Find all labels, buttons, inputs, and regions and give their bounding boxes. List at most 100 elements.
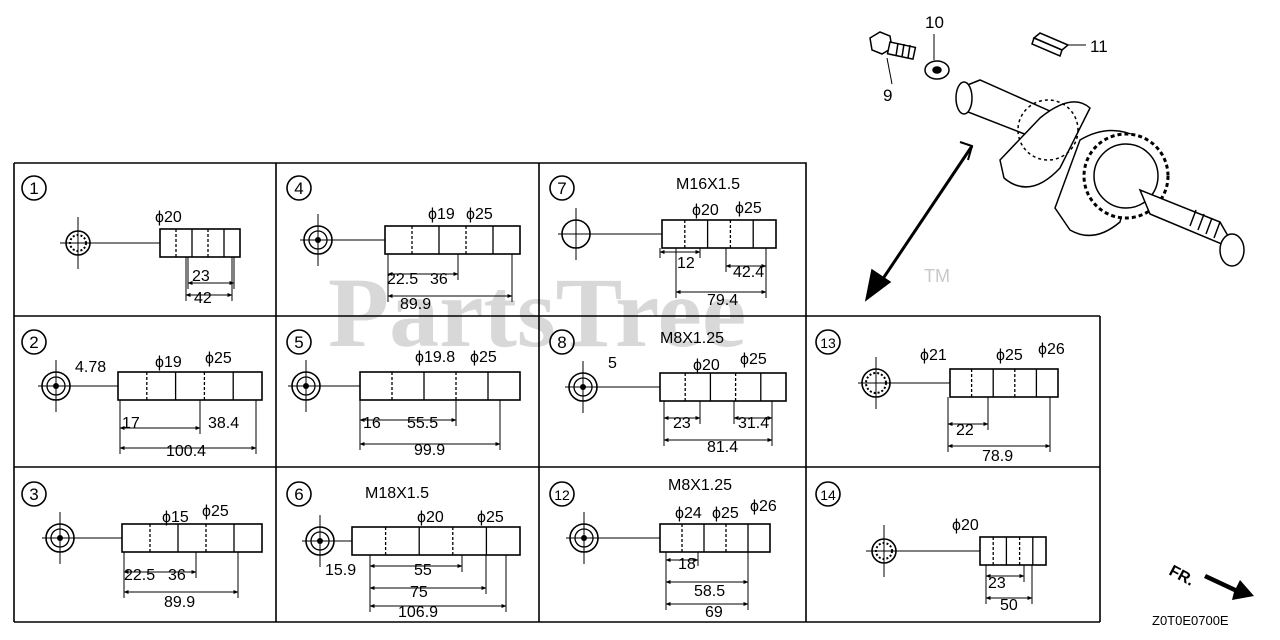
front-direction-indicator: FR. [1166, 563, 1254, 600]
variant-number-badge [286, 329, 312, 355]
dimension-label: ϕ25 [740, 351, 767, 368]
dimension-label: 58.5 [694, 583, 725, 600]
variant-number: 2 [29, 333, 38, 352]
bolt-part [869, 31, 917, 61]
shaft-profile [979, 536, 1047, 566]
dimension-label: 15.9 [325, 562, 356, 579]
dimension-label: ϕ19.8 [415, 349, 455, 366]
dimension-label: 22.5 [387, 271, 418, 288]
end-view-outline [305, 526, 335, 556]
end-view-outline [45, 523, 75, 553]
dimension-label: 79.4 [707, 292, 738, 309]
dimension-label: 4.78 [75, 359, 106, 376]
end-view-inner [50, 528, 70, 548]
variant-number-badge [21, 481, 47, 507]
dimension-label: ϕ25 [735, 200, 762, 217]
dimension-label: 36 [168, 567, 186, 584]
dimension-label: ϕ25 [470, 349, 497, 366]
end-view-center [303, 383, 309, 389]
dimension-label: M18X1.5 [365, 485, 429, 502]
end-view-outline [291, 371, 321, 401]
dimension-label: M8X1.25 [660, 330, 724, 347]
variant-number-badge [815, 329, 841, 355]
key-part [1031, 32, 1070, 58]
variant-number-badge [549, 175, 575, 201]
callout-washer: 10 [925, 13, 944, 32]
end-view-teeth [875, 542, 893, 560]
dimension-label: ϕ25 [466, 206, 493, 223]
variant-number-badge [815, 481, 841, 507]
dimension-label: 42.4 [733, 264, 764, 281]
dimension-label: 55.5 [407, 415, 438, 432]
variant-number-badge [286, 175, 312, 201]
shaft-profile [359, 371, 521, 401]
end-view-outline [861, 368, 891, 398]
end-view-inner [574, 528, 594, 548]
variant-number-badge [549, 481, 575, 507]
end-view-teeth [865, 372, 887, 394]
dimension-label: ϕ25 [477, 509, 504, 526]
end-view-inner [46, 376, 66, 396]
shaft-profile [117, 371, 263, 401]
end-view-outline [871, 538, 897, 564]
shaft-profile [351, 526, 521, 556]
end-view-center [580, 384, 586, 390]
dimension-label: ϕ15 [162, 509, 189, 526]
variant-panel-5: 5 ϕ19.8 ϕ25 16 55.5 99.9 [286, 329, 521, 459]
end-view-teeth [69, 234, 87, 252]
dimension-label: 23 [673, 415, 691, 432]
dimension-label: 18 [678, 556, 696, 573]
dimension-label: 89.9 [164, 594, 195, 611]
end-view-inner [308, 230, 328, 250]
variant-number: 1 [29, 179, 38, 198]
dimension-label: 69 [705, 604, 723, 621]
end-view-outline [561, 219, 591, 249]
end-view-center [317, 538, 323, 544]
dimension-label: 89.9 [400, 296, 431, 313]
dimension-label: 22 [956, 422, 974, 439]
variant-number: 3 [29, 485, 38, 504]
end-view-outline [303, 225, 333, 255]
dimension-label: 38.4 [208, 415, 239, 432]
variant-number: 5 [294, 333, 303, 352]
variant-number: 8 [557, 333, 566, 352]
end-view-center [57, 535, 63, 541]
shaft-profile [121, 523, 263, 553]
dimension-label: ϕ25 [712, 505, 739, 522]
end-view-center [315, 237, 321, 243]
dimension-label: 31.4 [738, 415, 769, 432]
variant-number: 13 [820, 335, 836, 351]
dimension-label: 36 [430, 271, 448, 288]
crankshaft-assembly-illustration [864, 31, 1245, 302]
variant-number: 12 [554, 487, 570, 503]
dimension-label: 16 [363, 415, 381, 432]
dimension-label: 99.9 [414, 442, 445, 459]
dimension-label: ϕ19 [155, 354, 182, 371]
end-view-center [581, 535, 587, 541]
dimension-label: 5 [608, 355, 617, 372]
end-view-inner [310, 531, 330, 551]
watermark-trademark: TM [924, 266, 950, 286]
variant-number-badge [286, 481, 312, 507]
washer-part [924, 60, 950, 80]
end-view-outline [41, 371, 71, 401]
dimension-label: ϕ20 [417, 509, 444, 526]
end-view-inner [573, 377, 593, 397]
dimension-label: 23 [192, 268, 210, 285]
shaft-profile [659, 372, 787, 402]
dimension-label: ϕ25 [202, 503, 229, 520]
variant-number-badge [21, 175, 47, 201]
dimension-label: ϕ25 [205, 350, 232, 367]
dimension-label: 55 [414, 562, 432, 579]
shaft-profile [159, 228, 241, 258]
dimension-label: ϕ25 [996, 347, 1023, 364]
dimension-label: 22.5 [124, 567, 155, 584]
variant-panel-3: 3 ϕ15 ϕ25 22.5 36 89.9 [21, 481, 263, 611]
